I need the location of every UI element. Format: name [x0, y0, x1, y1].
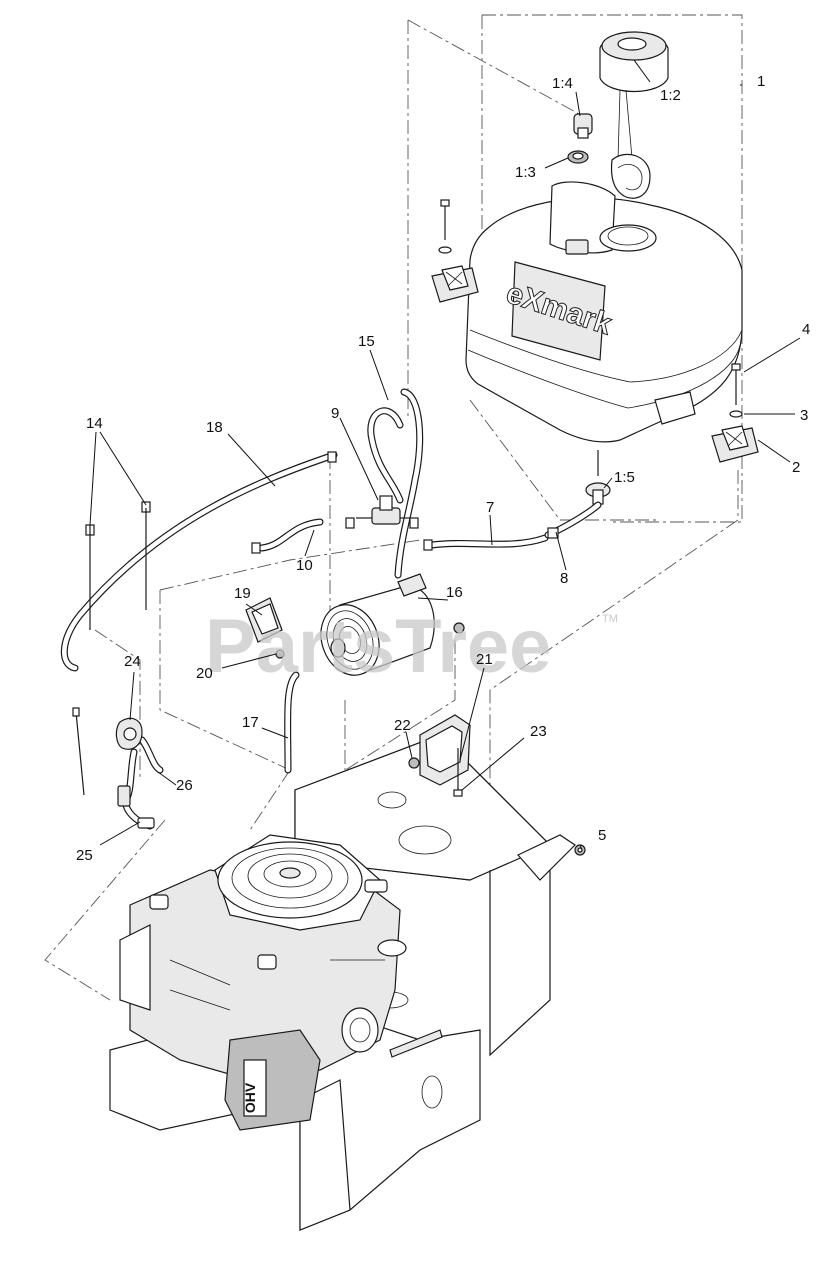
callout-22: 22 [394, 717, 411, 734]
callout-1: 1 [757, 73, 765, 90]
tank-mount-right [711, 363, 759, 463]
callout-2: 2 [792, 459, 800, 476]
callout-1-2: 1:2 [660, 87, 681, 104]
tee-fitting [356, 495, 410, 525]
callout-1-4: 1:4 [552, 75, 573, 92]
fuel-pump [115, 717, 143, 750]
canister-bracket [245, 597, 285, 659]
callout-16: 16 [446, 584, 463, 601]
watermark-text: PartsTree [205, 604, 551, 689]
callout-14: 14 [86, 415, 103, 432]
partstree-watermark: PartsTree TM [205, 604, 618, 689]
callout-labels: 1 1:2 1:4 1:3 1:5 2 3 4 5 7 8 9 10 14 15… [76, 73, 810, 864]
callout-20: 20 [196, 665, 213, 682]
callout-1-5: 1:5 [614, 469, 635, 486]
fuel-cap [599, 31, 669, 199]
callout-5: 5 [598, 827, 606, 844]
engine-ohv-label: OHV [242, 1082, 258, 1113]
callout-15: 15 [358, 333, 375, 350]
frame-bracket [408, 622, 471, 797]
callout-leaders [89, 59, 801, 851]
tank-mount-left [431, 199, 479, 303]
callout-25: 25 [76, 847, 93, 864]
callout-8: 8 [560, 570, 568, 587]
callout-10: 10 [296, 557, 313, 574]
elbow-fitting [117, 785, 155, 829]
callout-26: 26 [176, 777, 193, 794]
callout-19: 19 [234, 585, 251, 602]
callout-7: 7 [486, 499, 494, 516]
charcoal-canister [320, 573, 435, 676]
hose-clamps [85, 451, 559, 554]
callout-4: 4 [802, 321, 810, 338]
callout-17: 17 [242, 714, 259, 731]
tank-outlet-fitting [585, 450, 611, 505]
callout-18: 18 [206, 419, 223, 436]
callout-21: 21 [476, 651, 493, 668]
engine-assembly: OHV [119, 834, 407, 1131]
callout-3: 3 [800, 407, 808, 424]
callout-23: 23 [530, 723, 547, 740]
callout-9: 9 [331, 405, 339, 422]
frame-nut [574, 844, 586, 856]
callout-1-3: 1:3 [515, 164, 536, 181]
callout-24: 24 [124, 653, 141, 670]
watermark-tm: TM [602, 613, 618, 625]
cable-ties [72, 508, 147, 796]
vent-fitting [567, 113, 593, 164]
fuel-tank: eXmark [465, 181, 743, 443]
